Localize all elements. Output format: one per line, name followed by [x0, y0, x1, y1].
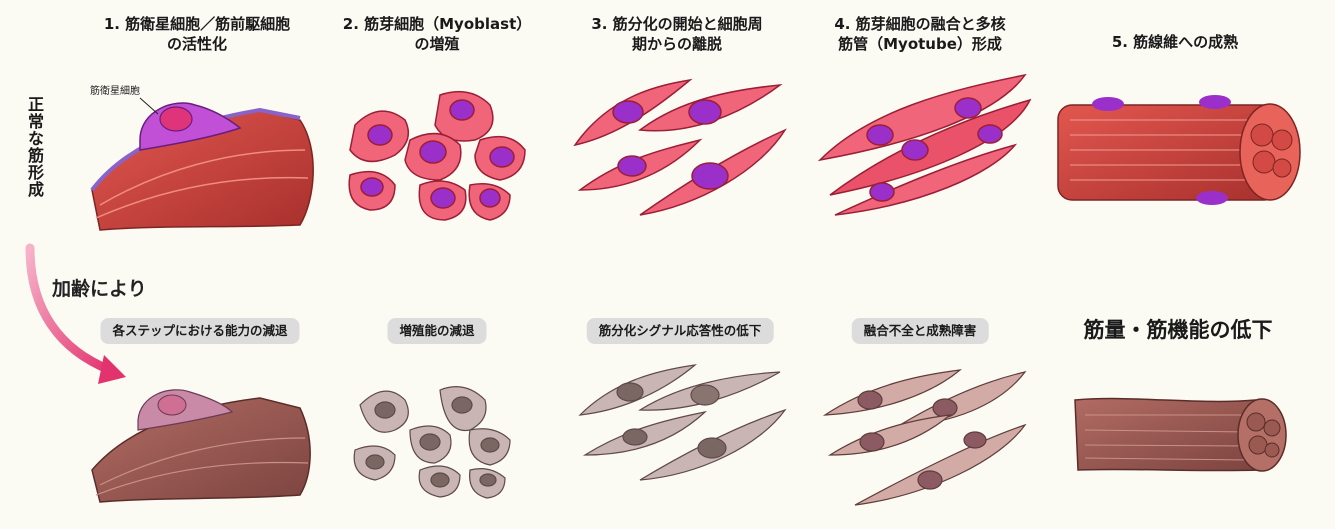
- satellite-pointer-line: [139, 97, 159, 115]
- stage1-muscle-aged: [91, 389, 311, 503]
- impairment-stage-2: 増殖能の減退: [387, 318, 487, 344]
- stage-4-title: 4. 筋芽細胞の融合と多核筋管（Myotube）形成: [834, 15, 1006, 53]
- stage2-cells-aged: [353, 386, 511, 499]
- stage5-fiber-healthy: [1057, 95, 1301, 205]
- stage-5-title: 5. 筋線維への成熟: [1111, 33, 1239, 51]
- impairment-stage-3: 筋分化シグナル応答性の低下: [586, 318, 774, 344]
- stage2-myoblasts-healthy: [348, 90, 526, 221]
- normal-myogenesis-label: 正常な筋形成: [25, 96, 44, 198]
- stage3-cells-healthy: [573, 78, 787, 216]
- impairment-stage-4: 融合不全と成熟障害: [851, 318, 989, 344]
- stage3-cells-aged: [578, 364, 787, 481]
- stage-2-title: 2. 筋芽細胞（Myoblast）の増殖: [342, 15, 532, 53]
- aging-label: 加齢により: [52, 278, 147, 300]
- stage-3-title: 3. 筋分化の開始と細胞周期からの離脱: [591, 15, 763, 53]
- impairment-stage-1: 各ステップにおける能力の減退: [100, 318, 300, 344]
- stage4-myotube-healthy: [817, 73, 1032, 216]
- impairment-stage-5: 筋量・筋機能の低下: [1083, 318, 1273, 342]
- aging-arrow: [25, 243, 115, 375]
- stage4-myotube-aged: [822, 369, 1027, 506]
- aging-arrowhead: [98, 355, 126, 384]
- stage5-fiber-aged: [1074, 397, 1287, 472]
- satellite-cell-nucleus: [159, 106, 193, 132]
- stage-1-title: 1. 筋衛星細胞／筋前駆細胞の活性化: [103, 15, 291, 53]
- stage1-muscle-healthy: [90, 97, 314, 231]
- satellite-cell-label: 筋衛星細胞: [90, 86, 140, 97]
